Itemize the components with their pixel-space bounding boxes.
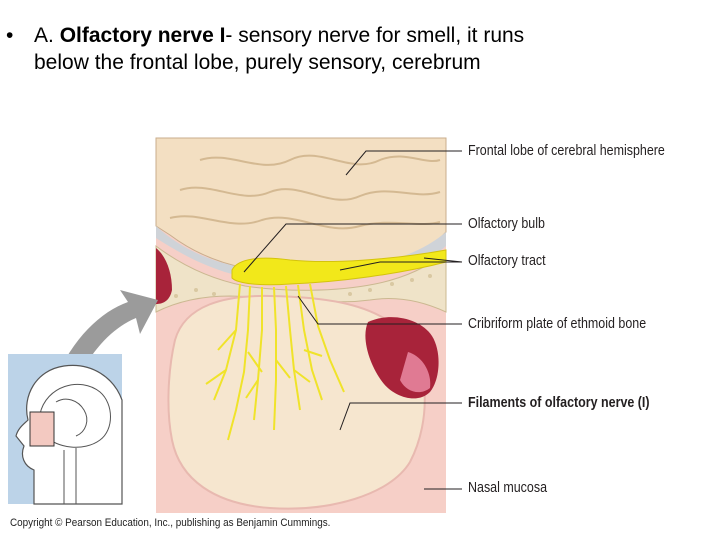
label-olfactory-tract: Olfactory tract [468,253,546,269]
label-cribriform-plate: Cribriform plate of ethmoid bone [468,316,647,332]
illustration-panel [155,137,447,513]
bone-texture [174,274,432,298]
sinus-left [156,248,172,304]
bullet-rest-line1: - sensory nerve for smell, it runs [225,24,525,47]
nerve-filaments [205,283,345,441]
label-olfactory-bulb: Olfactory bulb [468,216,545,232]
leader-lines [243,150,463,490]
bullet-text: A. Olfactory nerve I- sensory nerve for … [34,22,706,76]
nasal-mucosa-region [167,294,426,510]
bullet-point: • A. Olfactory nerve I- sensory nerve fo… [6,22,706,76]
copyright-notice: Copyright © Pearson Education, Inc., pub… [10,517,331,529]
label-nasal-mucosa: Nasal mucosa [468,480,548,496]
label-frontal-lobe: Frontal lobe of cerebral hemisphere [468,143,665,159]
bullet-bold-term: Olfactory nerve I [59,24,226,47]
label-filaments: Filaments of olfactory nerve (I) [468,395,650,411]
inset-head-panel [8,354,123,505]
inset-highlight-box [29,411,55,447]
bullet-prefix: A. [34,24,60,47]
bullet-line2: below the frontal lobe, purely sensory, … [34,51,481,74]
olfactory-bulb [231,249,447,286]
frontal-lobe [155,137,447,272]
bullet-marker: • [6,24,14,47]
head-outline [15,364,123,505]
